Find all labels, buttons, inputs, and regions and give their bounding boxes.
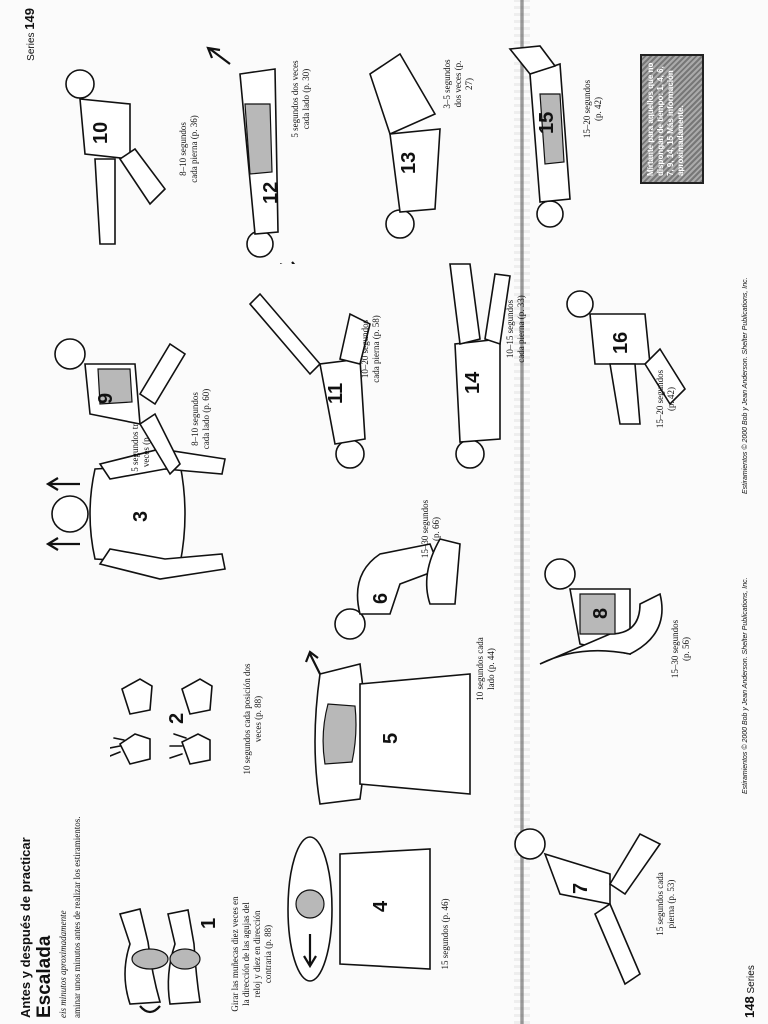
exercise-14-number: 14 [462,371,484,394]
exercise-12: 12 5 segundos dos veces cada lado (p. 30… [200,44,340,264]
figure-side-lying-stretch [508,45,571,228]
exercise-15-caption: 15–20 segundos (p. 42) [582,79,603,139]
exercise-3-number: 3 [130,510,152,522]
right-page-number: 149 [22,8,37,30]
exercise-10-number: 10 [90,121,112,144]
copyright-left: Estiramientos © 2000 Bob y Jean Anderson… [742,577,749,794]
exercise-13-caption: 3–5 segundos dos veces (p. 27) [442,59,474,109]
exercise-16-caption: 15–20 segundos (p. 42) [655,369,676,429]
exercise-2-number: 2 [166,712,188,724]
exercise-13-number: 13 [398,151,420,174]
exercise-2: 2 10 segundos cada posición dos veces (p… [110,664,263,775]
figure-wrist-circles [118,908,201,1014]
tip-box: Mírtante para aquellos que no dispongan … [640,54,704,184]
figure-squat-stretch [566,290,687,425]
duration-text: eis minutos aproximadamente [58,910,68,1018]
figure-overhead-reach [287,836,431,982]
exercise-5: 5 10 segundos cada lado (p. 44) [300,637,500,824]
intro-note: aminar unos minutos antes de realizar lo… [72,816,82,1018]
left-page-label: Series [746,965,757,994]
exercise-9-caption: 8–10 segundos cada lado (p. 60) [190,388,211,450]
exercise-1-number: 1 [198,917,220,929]
header-title: Antes y después de practicar [18,837,33,1018]
exercise-8: 8 15–30 segundos (p. 56) [520,544,691,704]
figure-butterfly-stretch [539,558,663,665]
exercise-7-caption: 15 segundos cada pierna (p. 53) [655,872,676,936]
exercise-6: 6 15–30 segundos (p. 66) [320,500,470,664]
exercise-7: 7 15 segundos cada pierna (p. 53) [500,814,680,994]
figure-hand-stretches [110,678,213,765]
exercise-9-number: 9 [95,392,117,404]
left-page-footer: 148 Series [742,965,757,1018]
exercise-12-number: 12 [260,181,282,204]
copyright-right: Estiramientos © 2000 Bob y Jean Anderson… [742,277,749,494]
figure-seated-leg-stretch [514,828,662,986]
exercise-16: 16 15–20 segundos (p. 42) [560,284,690,464]
exercise-6-caption: 15–30 segundos (p. 66) [420,499,441,559]
exercise-16-number: 16 [610,331,632,354]
exercise-14: 14 10–15 segundos cada pierna (p. 33) [400,254,540,474]
exercise-14-caption: 10–15 segundos cada pierna (p. 33) [505,295,526,363]
figure-seated-twist [54,338,187,476]
figure-standing-quad [65,69,167,245]
left-page-number: 148 [742,996,757,1018]
exercise-8-number: 8 [590,607,612,619]
exercise-11: 11 10–20 segundos cada pierna (p. 58) [220,284,381,484]
right-page-header: Series 149 [22,8,37,61]
exercise-10-caption: 8–10 segundos cada pierna (p. 36) [178,115,199,183]
exercise-7-number: 7 [570,882,592,894]
exercise-11-caption: 10–20 segundos cada pierna (p. 58) [360,315,381,383]
figure-lying-leg-pull [248,292,371,469]
right-page-label: Series [26,32,37,61]
figure-arm-behind-head [304,650,471,805]
activity-title: Escalada [34,935,55,1018]
exercise-9: 9 8–10 segundos cada lado (p. 60) [40,314,211,484]
figure-seated-knee-hug [334,538,461,640]
exercise-4: 4 15 segundos (p. 46) [270,824,470,994]
exercise-5-caption: 10 segundos cada lado (p. 44) [475,637,496,701]
figure-lying-hamstring [449,263,511,469]
exercise-4-number: 4 [370,900,392,912]
exercise-13: 13 3–5 segundos dos veces (p. 27) [350,44,490,244]
exercise-4-caption: 15 segundos (p. 46) [440,898,450,970]
figure-full-body-reach [206,46,305,264]
exercise-15-number: 15 [536,111,558,134]
exercise-15: 15 15–20 segundos (p. 42) [500,44,630,244]
exercise-10: 10 8–10 segundos cada pierna (p. 36) [40,64,199,264]
exercise-1: 1 Girar las muñecas diez veces en la dir… [90,896,273,1014]
exercise-8-caption: 15–30 segundos (p. 56) [670,619,691,679]
exercise-5-number: 5 [380,732,402,744]
exercise-2-caption: 10 segundos cada posición dos veces (p. … [242,663,263,775]
exercise-1-caption: Girar las muñecas diez veces en la direc… [230,896,273,1012]
exercise-6-number: 6 [370,592,392,604]
figure-knees-to-chest [369,52,441,239]
exercise-12-caption: 5 segundos dos veces cada lado (p. 30) [290,60,311,138]
exercise-11-number: 11 [325,382,347,404]
